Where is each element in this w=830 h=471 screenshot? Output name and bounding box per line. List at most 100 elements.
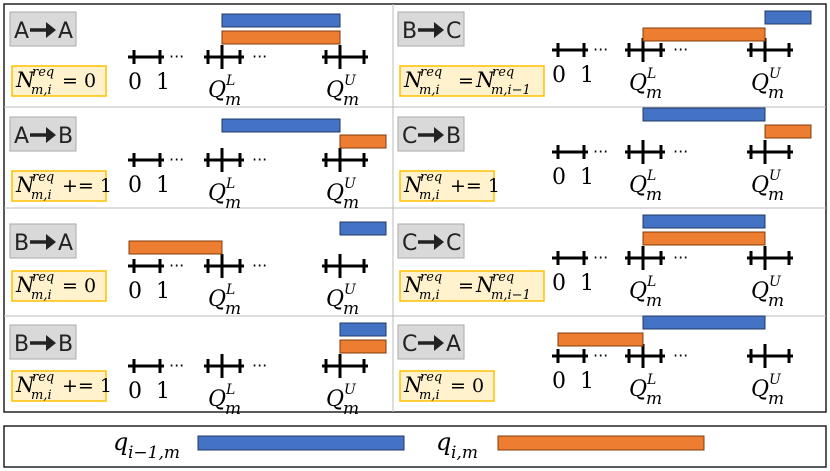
from-state: B bbox=[14, 231, 29, 256]
tick-label-0: 0 bbox=[552, 165, 566, 190]
axis-ellipsis: ··· bbox=[673, 346, 688, 365]
tick-label-0: 0 bbox=[128, 279, 142, 304]
bar-q-curr bbox=[557, 332, 644, 347]
bar-q-curr bbox=[642, 231, 766, 246]
rule-N-sup: req bbox=[420, 65, 442, 80]
legend-prev-label: q bbox=[113, 428, 128, 456]
axis-ellipsis: ··· bbox=[169, 47, 184, 66]
rule-N-sup: req bbox=[32, 65, 54, 80]
bar-q-curr bbox=[339, 339, 387, 354]
svg-text:m: m bbox=[646, 83, 662, 103]
svg-text:Q: Q bbox=[629, 377, 647, 402]
axis-ellipsis: ··· bbox=[593, 142, 608, 161]
rule-N-sup: req bbox=[32, 270, 54, 285]
svg-text:Q: Q bbox=[208, 181, 226, 206]
svg-text:Q: Q bbox=[751, 173, 769, 198]
svg-text:L: L bbox=[646, 168, 656, 184]
rule-box-bg bbox=[11, 270, 107, 302]
rule-N: N bbox=[403, 373, 423, 397]
bar-q-prev bbox=[642, 315, 766, 330]
svg-text:Q: Q bbox=[751, 377, 769, 402]
tick-label-0: 0 bbox=[128, 173, 142, 198]
legend-curr-swatch bbox=[497, 435, 705, 451]
svg-text:Q: Q bbox=[629, 279, 647, 304]
rule-box-bg bbox=[399, 65, 545, 97]
rule-N: N bbox=[403, 173, 423, 197]
rule-N: N bbox=[15, 373, 35, 397]
rule-box-bg bbox=[399, 170, 495, 202]
to-state: A bbox=[58, 19, 73, 44]
svg-text:U: U bbox=[344, 382, 357, 398]
svg-text:Q: Q bbox=[326, 287, 344, 312]
bar-q-prev bbox=[221, 13, 341, 28]
rule-op: = 0 bbox=[62, 70, 96, 92]
svg-text:L: L bbox=[225, 282, 235, 298]
tick-label-1: 1 bbox=[156, 379, 170, 404]
from-state: A bbox=[14, 124, 29, 149]
svg-text:m: m bbox=[646, 185, 662, 205]
svg-text:U: U bbox=[344, 176, 357, 192]
arrow-head-icon bbox=[434, 335, 444, 351]
svg-text:Q: Q bbox=[208, 78, 226, 103]
legend-border bbox=[3, 425, 827, 468]
tick-label-1: 1 bbox=[580, 271, 594, 296]
svg-text:Q: Q bbox=[208, 287, 226, 312]
to-state: A bbox=[58, 231, 73, 256]
svg-text:L: L bbox=[225, 73, 235, 89]
rule-N-sub: m,i bbox=[31, 388, 52, 403]
arrow-head-icon bbox=[434, 234, 444, 250]
axis-ellipsis: ··· bbox=[593, 248, 608, 267]
arrow-head-icon bbox=[46, 234, 56, 250]
rule-N-sup: req bbox=[32, 370, 54, 385]
svg-text:Q: Q bbox=[208, 387, 226, 412]
to-state: B bbox=[58, 332, 73, 357]
axis-ellipsis: ··· bbox=[169, 256, 184, 275]
rule-N-sup: req bbox=[420, 370, 442, 385]
svg-text:m: m bbox=[768, 185, 784, 205]
svg-text:U: U bbox=[769, 168, 782, 184]
svg-text:U: U bbox=[344, 73, 357, 89]
svg-text:L: L bbox=[646, 372, 656, 388]
rule-N-sub: m,i−1 bbox=[491, 83, 531, 98]
axis-ellipsis: ··· bbox=[673, 248, 688, 267]
rule-N: N bbox=[15, 68, 35, 92]
arrow-head-icon bbox=[46, 335, 56, 351]
svg-text:m: m bbox=[768, 389, 784, 409]
arrow-head-icon bbox=[434, 22, 444, 38]
svg-text:Q: Q bbox=[751, 71, 769, 96]
rule-N: N bbox=[403, 68, 423, 92]
svg-text:U: U bbox=[769, 372, 782, 388]
svg-text:U: U bbox=[769, 274, 782, 290]
svg-text:m: m bbox=[768, 291, 784, 311]
bar-q-prev bbox=[221, 118, 341, 133]
rule-op: = bbox=[458, 275, 474, 297]
tick-label-1: 1 bbox=[156, 279, 170, 304]
svg-text:L: L bbox=[225, 176, 235, 192]
rule-N: N bbox=[15, 273, 35, 297]
tick-label-0: 0 bbox=[552, 369, 566, 394]
rule-N-sup: req bbox=[492, 270, 514, 285]
